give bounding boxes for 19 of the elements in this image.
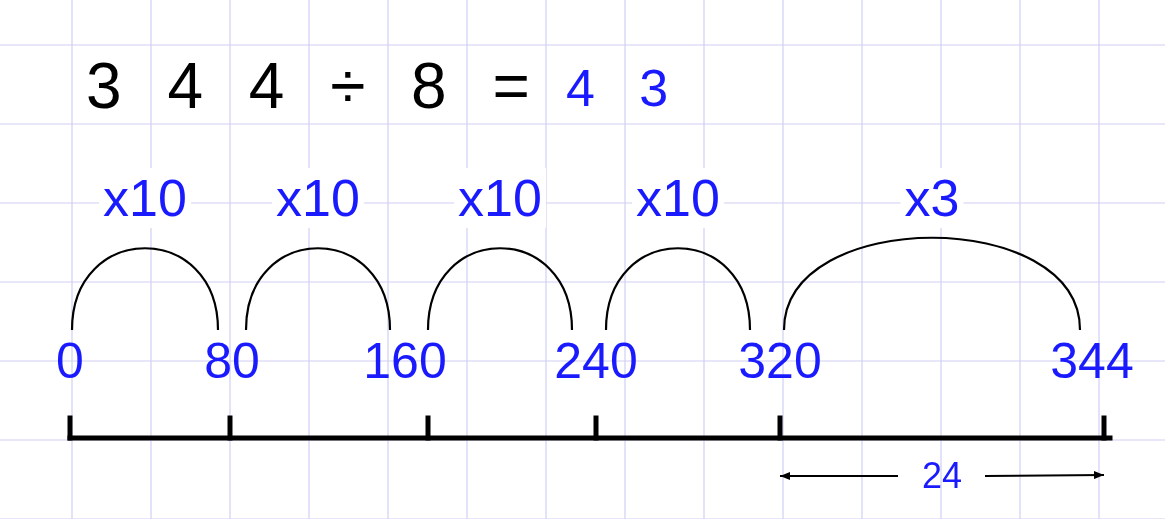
number-label: 80 [167, 330, 297, 392]
number-label: 160 [340, 330, 470, 392]
number-label: 0 [5, 330, 135, 392]
number-label: 320 [715, 330, 845, 392]
jump-arc [426, 247, 574, 331]
edge-label: x10 [454, 168, 546, 228]
edge-label: x10 [272, 168, 364, 228]
jump-arc [782, 236, 1082, 331]
equation-text: 3 4 4 ÷ 8 = [86, 49, 530, 124]
quotient-text: 4 3 [566, 58, 669, 118]
edge-label: x3 [900, 168, 964, 228]
number-label: 240 [531, 330, 661, 392]
number-label: 344 [1027, 330, 1157, 392]
jump-arc [244, 247, 392, 331]
edge-label: x10 [632, 168, 724, 228]
jump-arc [604, 247, 752, 331]
edge-label: x10 [99, 168, 191, 228]
difference-label: 24 [920, 456, 963, 496]
jump-arc [70, 247, 220, 331]
